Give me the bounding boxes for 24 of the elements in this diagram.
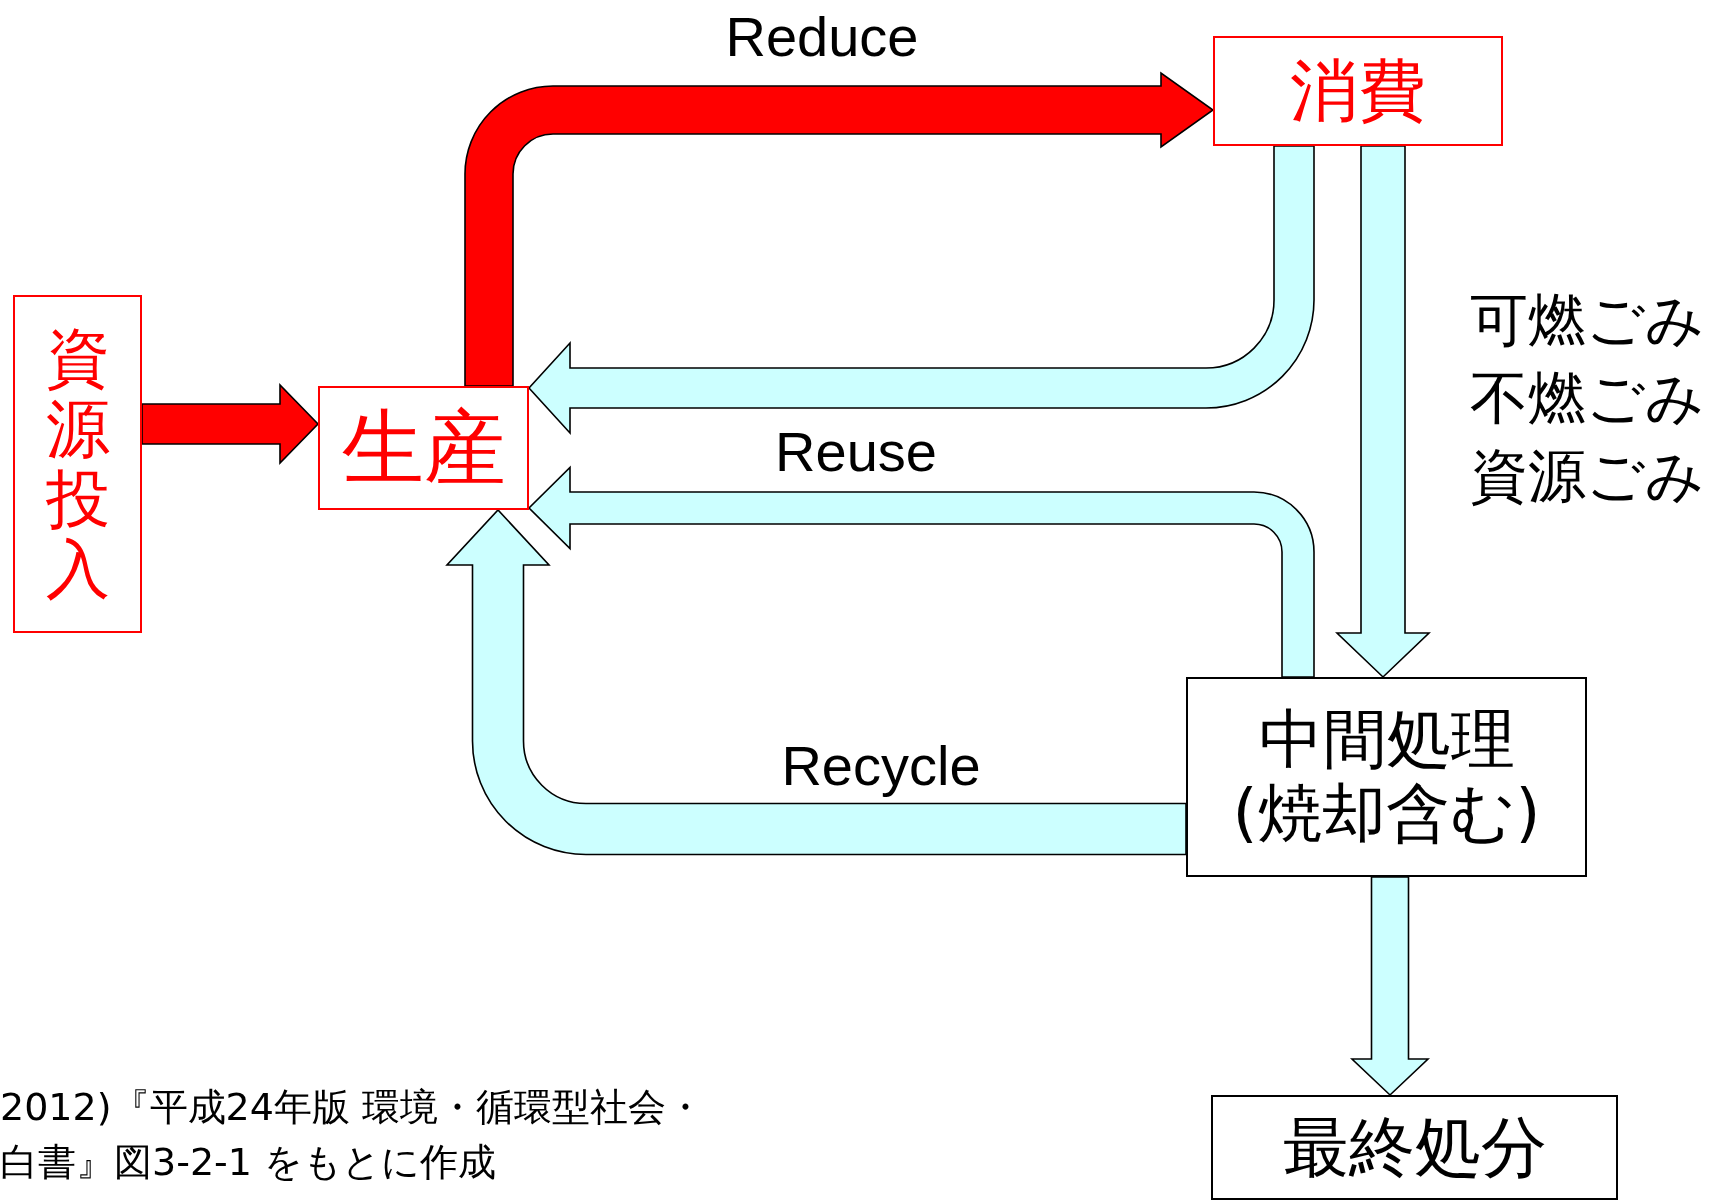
block-arrow <box>446 509 1187 856</box>
block-arrow <box>528 145 1315 434</box>
box-label: 最終処分 <box>1282 1109 1547 1186</box>
process-box <box>13 295 142 633</box>
block-arrow <box>464 72 1214 387</box>
process-box <box>1186 677 1587 877</box>
block-arrow <box>1335 145 1431 679</box>
waste-category-label: 可燃ごみ <box>1470 285 1704 356</box>
edge-label: Reduce <box>725 3 919 69</box>
box-label: 資源投入 <box>45 323 110 605</box>
block-arrow <box>528 466 1315 678</box>
caption-text: 2012)『平成24年版 環境・循環型社会・白書』図3-2-1 をもとに作成 <box>0 1084 705 1187</box>
box-label: 消費 <box>1290 51 1426 131</box>
box-label: 中間処理(焼却含む) <box>1231 703 1542 851</box>
edge-label: Reuse <box>775 418 937 484</box>
process-box <box>1211 1095 1618 1200</box>
waste-category-label: 不燃ごみ <box>1470 363 1704 434</box>
edge-label: Recycle <box>781 732 981 798</box>
block-arrow <box>1350 876 1430 1097</box>
block-arrow <box>141 383 320 465</box>
box-label: 生産 <box>341 400 506 496</box>
process-box <box>1213 36 1503 146</box>
waste-category-label: 資源ごみ <box>1470 441 1704 512</box>
process-box <box>318 386 529 510</box>
